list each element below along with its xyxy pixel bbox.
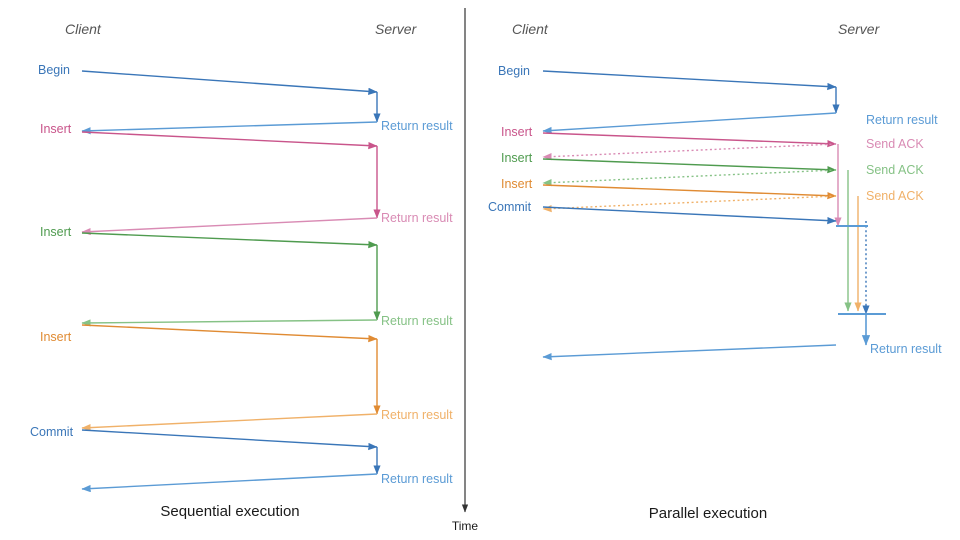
time-axis-layer: Time bbox=[452, 8, 479, 533]
request-label: Insert bbox=[40, 122, 72, 136]
reply-label: Return result bbox=[381, 408, 453, 422]
lane-title-client: Client bbox=[65, 21, 102, 37]
panel-caption: Parallel execution bbox=[649, 505, 767, 522]
ack-label: Send ACK bbox=[866, 137, 924, 151]
ack-arrow bbox=[542, 169, 837, 187]
request-label: Commit bbox=[30, 425, 74, 439]
reply-label: Return result bbox=[381, 119, 453, 133]
request-arrow bbox=[542, 132, 837, 148]
reply-arrow bbox=[542, 344, 837, 361]
request-arrow bbox=[542, 70, 837, 91]
request-label: Begin bbox=[498, 64, 530, 78]
reply-arrow bbox=[81, 473, 378, 493]
request-arrow bbox=[81, 324, 378, 343]
request-label: Begin bbox=[38, 63, 70, 77]
lane-title-client: Client bbox=[512, 21, 549, 37]
reply-label: Return result bbox=[381, 211, 453, 225]
reply-arrow bbox=[81, 413, 378, 432]
ack-arrow bbox=[542, 195, 837, 213]
reply-label: Return result bbox=[381, 314, 453, 328]
time-axis-label: Time bbox=[452, 519, 479, 533]
request-label: Insert bbox=[501, 125, 533, 139]
request-label: Insert bbox=[501, 151, 533, 165]
reply-arrow bbox=[542, 112, 837, 135]
request-arrow bbox=[542, 158, 837, 174]
request-label: Insert bbox=[40, 330, 72, 344]
request-arrow bbox=[542, 206, 837, 225]
request-arrow bbox=[81, 232, 378, 249]
request-arrow bbox=[81, 131, 378, 150]
ack-label: Send ACK bbox=[866, 189, 924, 203]
lane-title-server: Server bbox=[375, 21, 418, 37]
lane-title-server: Server bbox=[838, 21, 881, 37]
request-label: Insert bbox=[40, 225, 72, 239]
ack-arrow bbox=[542, 143, 837, 161]
reply-label: Return result bbox=[381, 472, 453, 486]
reply-arrow bbox=[81, 121, 378, 135]
reply-arrow bbox=[81, 319, 378, 327]
reply-label: Return result bbox=[870, 342, 942, 356]
request-arrow bbox=[81, 429, 378, 451]
request-label: Insert bbox=[501, 177, 533, 191]
request-arrow bbox=[81, 70, 378, 96]
panel-caption: Sequential execution bbox=[160, 503, 299, 520]
reply-arrow bbox=[81, 217, 378, 236]
request-label: Commit bbox=[488, 200, 532, 214]
ack-label: Send ACK bbox=[866, 163, 924, 177]
reply-label: Return result bbox=[866, 113, 938, 127]
request-arrow bbox=[542, 184, 837, 200]
